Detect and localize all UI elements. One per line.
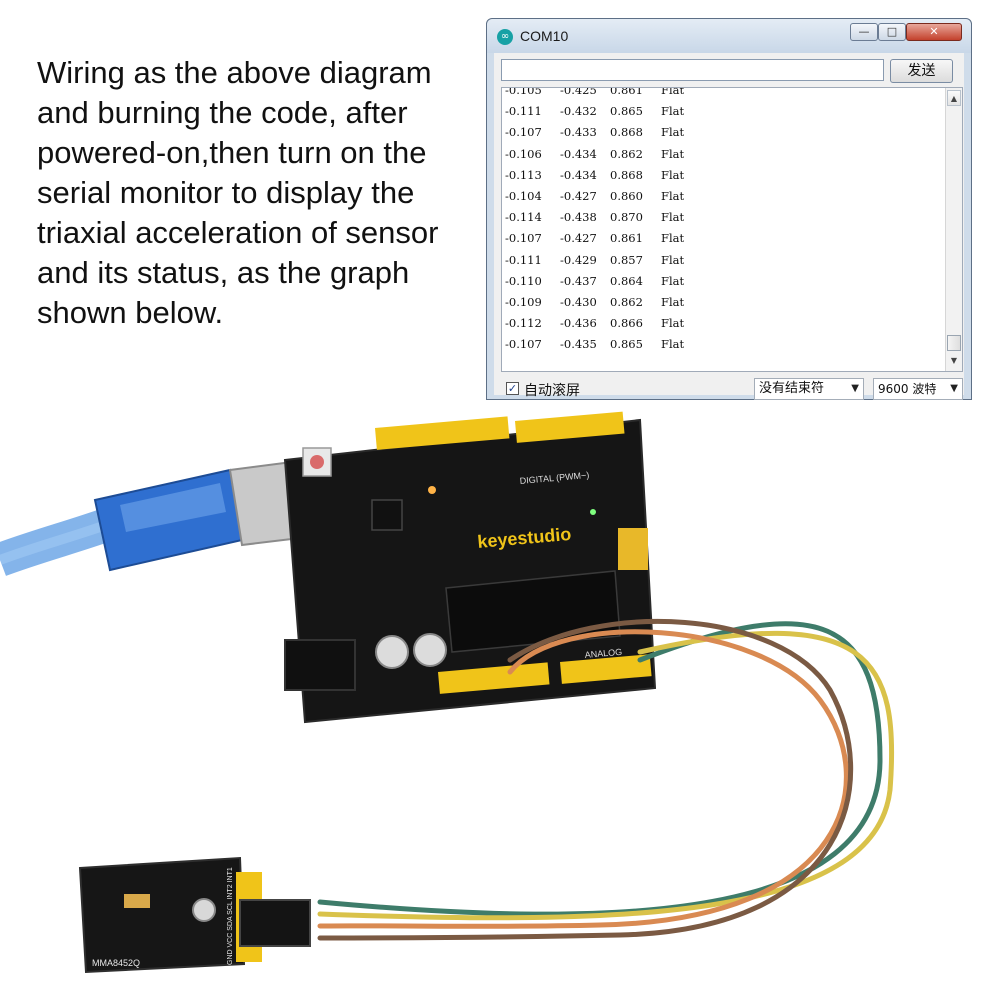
y-value: -0.430 [560, 294, 597, 309]
y-value: -0.433 [560, 125, 597, 140]
y-value: -0.434 [560, 167, 597, 182]
line-ending-value: 没有结束符 [759, 381, 825, 396]
z-value: 0.868 [610, 125, 643, 140]
z-value: 0.862 [610, 294, 643, 309]
mma8452q-sensor: MMA8452Q GND VCC SDA SCL INT2 INT1 [78, 856, 311, 974]
y-value: -0.438 [560, 210, 597, 225]
status-value: Flat [661, 231, 685, 246]
status-value: Flat [661, 104, 685, 119]
x-value: -0.114 [505, 210, 542, 225]
autoscroll-label: 自动滚屏 [524, 383, 580, 399]
status-value: Flat [661, 125, 685, 140]
scroll-down-icon[interactable]: ▼ [950, 356, 958, 365]
instruction-line: triaxial acceleration of sensor [37, 215, 439, 250]
instruction-line: powered-on,then turn on the [37, 135, 427, 170]
keyestudio-board: keyestudio DIGITAL (PWM~) ANALOG [283, 411, 657, 724]
x-value: -0.107 [505, 231, 542, 246]
status-value: Flat [661, 337, 685, 352]
x-value: -0.110 [505, 273, 542, 288]
status-value: Flat [661, 316, 685, 331]
z-value: 0.868 [610, 167, 643, 182]
window-title: COM10 [520, 28, 569, 44]
x-value: -0.111 [505, 252, 542, 267]
minimize-button[interactable]: — [850, 23, 878, 41]
x-value: -0.112 [505, 316, 542, 331]
z-value: 0.865 [610, 104, 643, 119]
instruction-text: Wiring as the above diagram and burning … [37, 53, 477, 333]
status-value: Flat [661, 294, 685, 309]
status-value: Flat [661, 210, 685, 225]
z-value: 0.865 [610, 337, 643, 352]
y-value: -0.436 [560, 316, 597, 331]
y-value: -0.427 [560, 188, 597, 203]
bottom-bar: ✓ 自动滚屏 没有结束符 ▼ 9600 波特 ▼ [501, 378, 963, 402]
close-button[interactable]: ✕ [906, 23, 962, 41]
instruction-line: shown below. [37, 295, 224, 330]
baud-rate-select[interactable]: 9600 波特 ▼ [873, 378, 963, 400]
send-button[interactable]: 发送 [890, 59, 953, 83]
x-value: -0.113 [505, 167, 542, 182]
y-value: -0.427 [560, 231, 597, 246]
status-value: Flat [661, 146, 685, 161]
instruction-line: serial monitor to display the [37, 175, 415, 210]
y-value: -0.437 [560, 273, 597, 288]
x-value: -0.109 [505, 294, 542, 309]
z-value: 0.862 [610, 146, 643, 161]
y-value: -0.434 [560, 146, 597, 161]
x-value: -0.107 [505, 337, 542, 352]
wiring-photo: keyestudio DIGITAL (PWM~) ANALOG MMA8452… [0, 411, 895, 974]
maximize-button[interactable]: □ [878, 23, 906, 41]
baud-rate-value: 9600 波特 [878, 382, 937, 396]
title-bar[interactable]: ∞ COM10 — □ ✕ [487, 19, 971, 53]
autoscroll-checkbox[interactable]: ✓ [506, 382, 519, 395]
chevron-down-icon: ▼ [950, 383, 958, 394]
status-value: Flat [661, 252, 685, 267]
z-value: 0.861 [610, 87, 643, 97]
x-value: -0.106 [505, 146, 542, 161]
status-value: Flat [661, 273, 685, 288]
sensor-pin-header: GND VCC SDA SCL INT2 INT1 [227, 867, 234, 965]
sensor-model: MMA8452Q [92, 958, 140, 968]
z-value: 0.857 [610, 252, 643, 267]
x-value: -0.104 [505, 188, 542, 203]
instruction-line: and burning the code, after [37, 95, 408, 130]
z-value: 0.866 [610, 316, 643, 331]
scrollbar-thumb[interactable] [947, 335, 961, 351]
x-value: -0.105 [505, 87, 542, 97]
x-value: -0.111 [505, 104, 542, 119]
z-value: 0.864 [610, 273, 643, 288]
y-value: -0.425 [560, 87, 597, 97]
send-input[interactable] [501, 59, 884, 81]
status-value: Flat [661, 87, 685, 97]
status-value: Flat [661, 188, 685, 203]
jumper-wires [317, 619, 895, 941]
z-value: 0.861 [610, 231, 643, 246]
instruction-line: and its status, as the graph [37, 255, 410, 290]
z-value: 0.870 [610, 210, 643, 225]
y-value: -0.429 [560, 252, 597, 267]
analog-label: ANALOG [584, 647, 622, 660]
instruction-line: Wiring as the above diagram [37, 55, 432, 90]
scroll-up-icon[interactable]: ▲ [947, 90, 961, 106]
x-value: -0.107 [505, 125, 542, 140]
y-value: -0.435 [560, 337, 597, 352]
z-value: 0.860 [610, 188, 643, 203]
arduino-icon: ∞ [497, 29, 513, 45]
line-ending-select[interactable]: 没有结束符 ▼ [754, 378, 864, 400]
chevron-down-icon: ▼ [851, 383, 859, 394]
vertical-scrollbar[interactable]: ▲ ▼ [945, 88, 962, 371]
y-value: -0.432 [560, 104, 597, 119]
usb-cable [0, 460, 302, 576]
status-value: Flat [661, 167, 685, 182]
